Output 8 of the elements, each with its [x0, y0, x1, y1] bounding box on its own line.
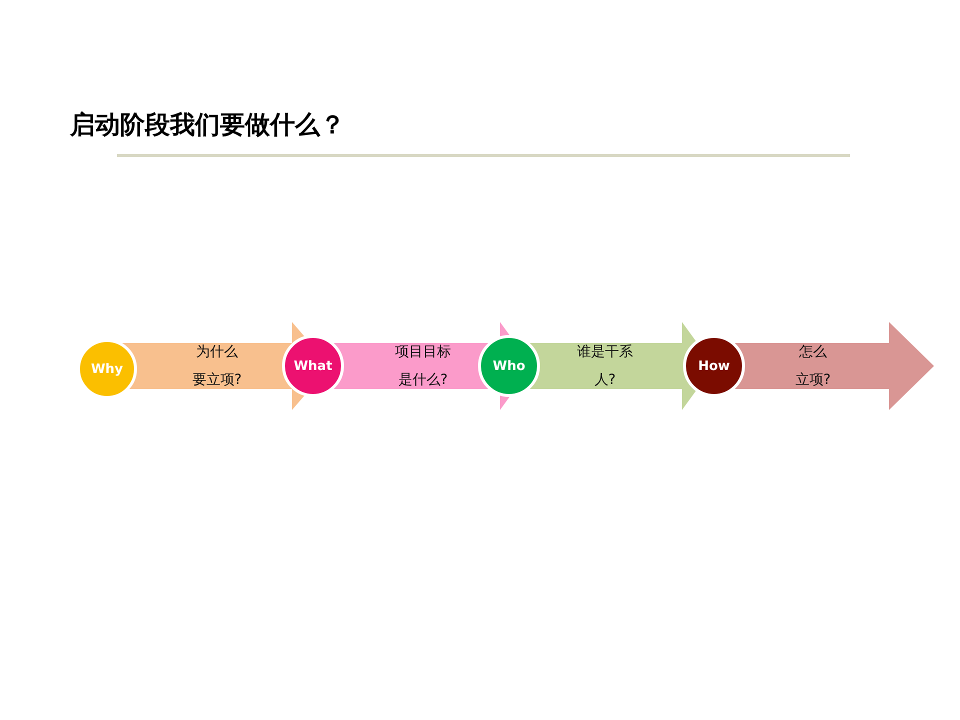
step-circle: What: [282, 335, 344, 397]
title: 启动阶段我们要做什么？: [70, 109, 345, 141]
step-circle: Why: [77, 339, 137, 399]
step-question: 谁是干系人?: [576, 343, 634, 390]
step-circle: Who: [478, 335, 540, 397]
step-question: 为什么要立项?: [191, 343, 243, 390]
step-question: 怎么立项?: [794, 343, 832, 390]
step-question: 项目目标是什么?: [394, 343, 452, 390]
